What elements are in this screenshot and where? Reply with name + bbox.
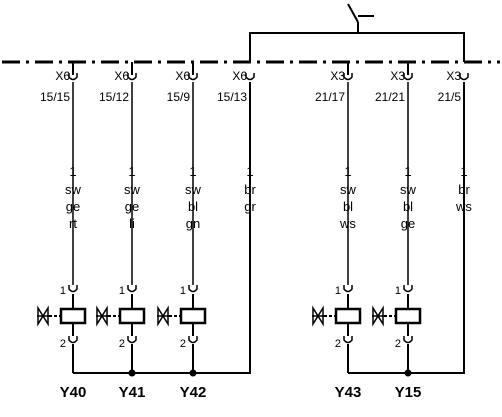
connector-pin-label: 21/17 [315,90,345,104]
connector-plug-icon [127,73,137,81]
pin-number-bottom: 2 [335,338,341,350]
circuit-column: X6 15/13 1 br gr [217,69,256,214]
connector-label: X6 [175,69,190,83]
bottom-bus-wire [73,82,251,374]
connector-plug-icon [68,336,78,344]
wire-color-code: br [458,182,470,197]
wire-color-code: gr [244,199,256,214]
component-label: Y42 [180,384,207,401]
connector-plug-icon [127,336,137,344]
connector-plug-icon [245,73,255,81]
wire-number: 1 [460,164,467,179]
connector-plug-icon [188,336,198,344]
wire-color-code: bl [343,199,353,214]
connector-plug-icon [68,73,78,81]
connector-plug-icon [188,73,198,81]
component-label: Y43 [335,384,362,401]
pin-number-top: 1 [395,285,401,297]
connector-label: X6 [114,69,129,83]
pin-number-bottom: 2 [119,338,125,350]
pin-number-bottom: 2 [180,338,186,350]
valve-actuator-icon [37,305,87,327]
wire-number: 1 [189,164,196,179]
connector-plug-icon [403,285,413,293]
valve-actuator-icon [157,305,207,327]
wire-color-code: bl [188,199,198,214]
pin-number-top: 1 [119,285,125,297]
switch-icon [347,3,374,33]
connector-pin-label: 15/9 [167,90,191,104]
circuit-column: X3 21/5 1 br ws [438,69,473,214]
wire-color-code: ws [339,216,356,231]
wire-color-code: ge [125,199,139,214]
connector-pin-label: 21/21 [375,90,405,104]
wire-color-code: sw [400,182,417,197]
connector-label: X6 [55,69,70,83]
pin-number-top: 1 [60,285,66,297]
wire-color-code: br [244,182,256,197]
wire-color-code: gn [186,216,200,231]
connector-pin-label: 15/15 [40,90,70,104]
connector-plug-icon [188,285,198,293]
wire-color-code: bl [403,199,413,214]
valve-actuator-icon [96,305,146,327]
connector-plug-icon [127,285,137,293]
connector-pin-label: 15/13 [217,90,247,104]
connector-plug-icon [403,73,413,81]
wire-color-code: ge [66,199,80,214]
component-label: Y41 [119,384,146,401]
connector-label: X6 [232,69,247,83]
top-feed-wire [249,32,465,62]
connector-plug-icon [459,73,469,81]
wire-color-code: ws [455,199,472,214]
component-label: Y15 [395,384,422,401]
bottom-bus-wire-right [348,82,465,374]
wire-number: 1 [128,164,135,179]
connector-plug-icon [343,73,353,81]
wire-number: 1 [69,164,76,179]
wire-color-code: sw [124,182,141,197]
wire-number: 1 [344,164,351,179]
circuit-columns: X615/151swgert12Y40X615/121swgeli12Y41X6… [37,62,472,401]
wire-number: 1 [246,164,253,179]
valve-actuator-icon [312,305,362,327]
wire-color-code: sw [65,182,82,197]
pin-number-bottom: 2 [395,338,401,350]
connector-plug-icon [343,336,353,344]
wire-color-code: rt [69,216,77,231]
wire-color-code: sw [340,182,357,197]
wire-color-code: ge [401,216,415,231]
valve-actuator-icon [372,305,422,327]
pin-number-top: 1 [335,285,341,297]
pin-number-bottom: 2 [60,338,66,350]
connector-label: X3 [446,69,461,83]
connector-plug-icon [403,336,413,344]
pin-number-top: 1 [180,285,186,297]
wire-color-code: li [129,216,135,231]
wire-color-code: sw [185,182,202,197]
connector-plug-icon [68,285,78,293]
connector-plug-icon [343,285,353,293]
connector-label: X3 [390,69,405,83]
component-label: Y40 [60,384,87,401]
connector-pin-label: 15/12 [99,90,129,104]
connector-label: X3 [330,69,345,83]
wire-number: 1 [404,164,411,179]
connector-pin-label: 21/5 [438,90,462,104]
